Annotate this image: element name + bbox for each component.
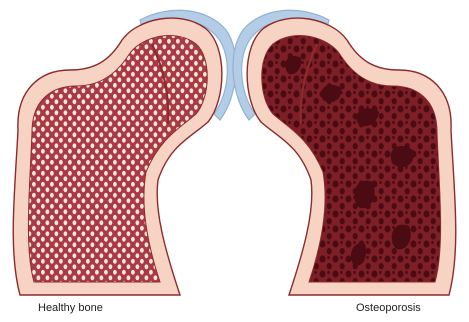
caption-osteoporosis: Osteoporosis [356, 301, 421, 315]
osteoporosis-bone [233, 10, 456, 295]
caption-healthy-bone: Healthy bone [38, 301, 103, 315]
healthy-bone [13, 10, 236, 295]
